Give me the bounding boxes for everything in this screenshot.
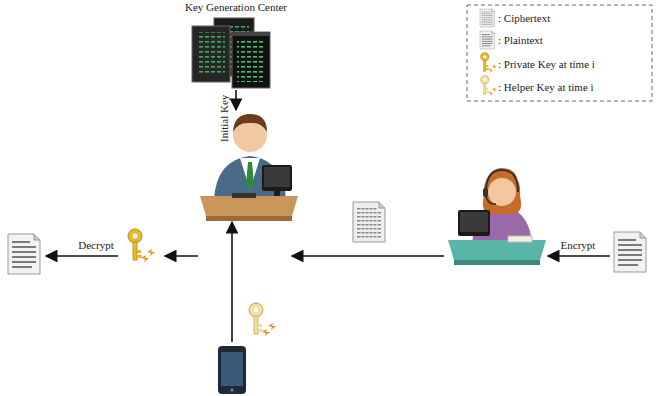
legend-plaintext-icon <box>480 31 494 49</box>
legend-ciphertext-icon <box>480 9 494 27</box>
sender-figure <box>448 168 546 265</box>
arrow-lines <box>46 90 610 342</box>
legend-private-key-icon <box>481 53 497 73</box>
ciphertext-icon <box>353 202 385 242</box>
legend-box <box>467 5 652 101</box>
arrow-label: Encrypt <box>561 239 596 252</box>
legend-text: : Ciphertext <box>498 12 550 25</box>
receiver-figure <box>200 114 298 221</box>
server-icon <box>192 18 270 88</box>
legend-helper-key-icon <box>481 76 497 96</box>
node-title: Key Generation Center <box>146 1 326 14</box>
legend-text: : Private Key at time i <box>498 58 595 71</box>
private-key-icon <box>128 229 155 262</box>
plaintext-icon <box>614 232 646 272</box>
legend-text: : Helper Key at time i <box>498 81 594 94</box>
helper-key-icon <box>249 303 276 336</box>
legend-text: : Plaintext <box>498 34 543 47</box>
arrow-label: Initial Key <box>219 94 232 141</box>
plaintext-icon <box>8 234 40 274</box>
phone-icon <box>218 346 246 394</box>
server-node: Key Generation Center <box>146 1 326 91</box>
arrow-label: Decrypt <box>78 239 113 252</box>
